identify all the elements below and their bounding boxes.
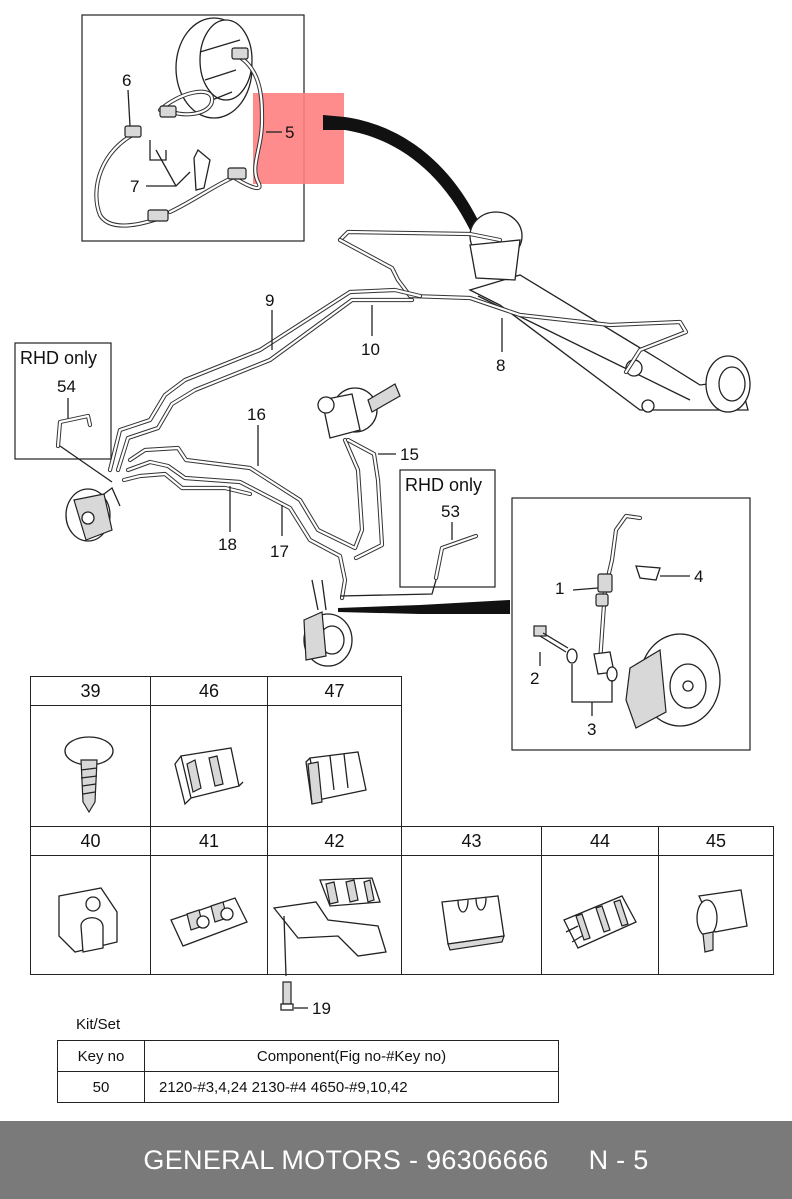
callout-54: 54 [57,377,76,396]
parts-header-45: 45 [658,826,774,856]
part-41-pipe-clip [150,855,268,975]
bolt-2 [533,625,569,653]
callout-7: 7 [130,177,139,196]
parts-header-40: 40 [30,826,151,856]
part-46-pipe-clip [150,705,268,827]
part-43-pipe-clip [401,855,542,975]
master-cylinder [317,383,401,439]
callout-1: 1 [555,579,564,598]
part-47-pipe-clip [267,705,402,827]
front-left-brake [65,486,121,542]
inset-clip-7 [149,140,211,191]
footer-page: N - 5 [588,1144,649,1175]
kit-header-component: Component(Fig no-#Key no) [144,1040,559,1072]
callout-19: 19 [312,999,331,1018]
part-40-clamp [30,855,151,975]
callout-4: 4 [694,567,703,586]
leader-arrow-bottom [338,600,510,614]
part-42-bracket [267,855,402,976]
footer-brand-part: GENERAL MOTORS - 96306666 [143,1144,549,1175]
pipe-10 [115,297,415,473]
rhd-box-right [399,469,496,588]
callout-9: 9 [265,291,274,310]
rhd-box-left-title: RHD only [20,348,97,368]
kit-table: Key no Component(Fig no-#Key no) 50 2120… [57,1040,559,1103]
brake-disc-detail [625,633,721,729]
parts-header-46: 46 [150,676,268,706]
washer-3a [566,648,578,664]
parts-header-41: 41 [150,826,268,856]
inset-fittings [124,47,249,222]
sensor-clip-4 [635,565,661,581]
parts-header-39: 39 [30,676,151,706]
callout-15: 15 [400,445,419,464]
kit-header-key: Key no [57,1040,145,1072]
part-44-pipe-clip [541,855,659,975]
parts-grid: 39 46 47 40 41 42 43 44 45 [30,676,774,976]
abs-sensor-connector [597,573,613,593]
callout-3: 3 [587,720,596,739]
callout-5: 5 [285,123,294,142]
callout-6: 6 [122,71,131,90]
brake-pipe-diagram: 6 5 7 9 10 8 RHD only 54 [14,14,751,751]
parts-header-43: 43 [401,826,542,856]
footer-bar: GENERAL MOTORS - 96306666 N - 5 [0,1121,792,1199]
rhd-box-left [14,342,112,460]
callout-16: 16 [247,405,266,424]
callout-10: 10 [361,340,380,359]
kit-title: Kit/Set [76,1016,121,1033]
kit-row-key: 50 [57,1071,145,1103]
detail-box-sensor [511,497,751,751]
table-row: 50 2120-#3,4,24 2130-#4 4650-#9,10,42 [57,1071,559,1103]
bolt-19-figure: 19 [280,981,331,1018]
front-right-brake [303,579,353,667]
highlight-region [253,93,344,184]
rhd-box-right-title: RHD only [405,475,482,495]
callout-53: 53 [441,502,460,521]
kit-header-row: Key no Component(Fig no-#Key no) [57,1040,559,1072]
parts-header-42: 42 [267,826,402,856]
callout-8: 8 [496,356,505,375]
kit-row-component: 2120-#3,4,24 2130-#4 4650-#9,10,42 [144,1071,559,1103]
callout-2: 2 [530,669,539,688]
pipe-9 [107,287,423,473]
part-39-clip-rivet [30,705,151,827]
rear-axle [468,211,751,413]
inset-brake-drum [175,17,253,119]
parts-header-47: 47 [267,676,402,706]
part-45-connector [658,855,774,975]
parts-header-44: 44 [541,826,659,856]
leader-arrow-top [323,115,482,230]
callout-17: 17 [270,542,289,561]
callout-18: 18 [218,535,237,554]
